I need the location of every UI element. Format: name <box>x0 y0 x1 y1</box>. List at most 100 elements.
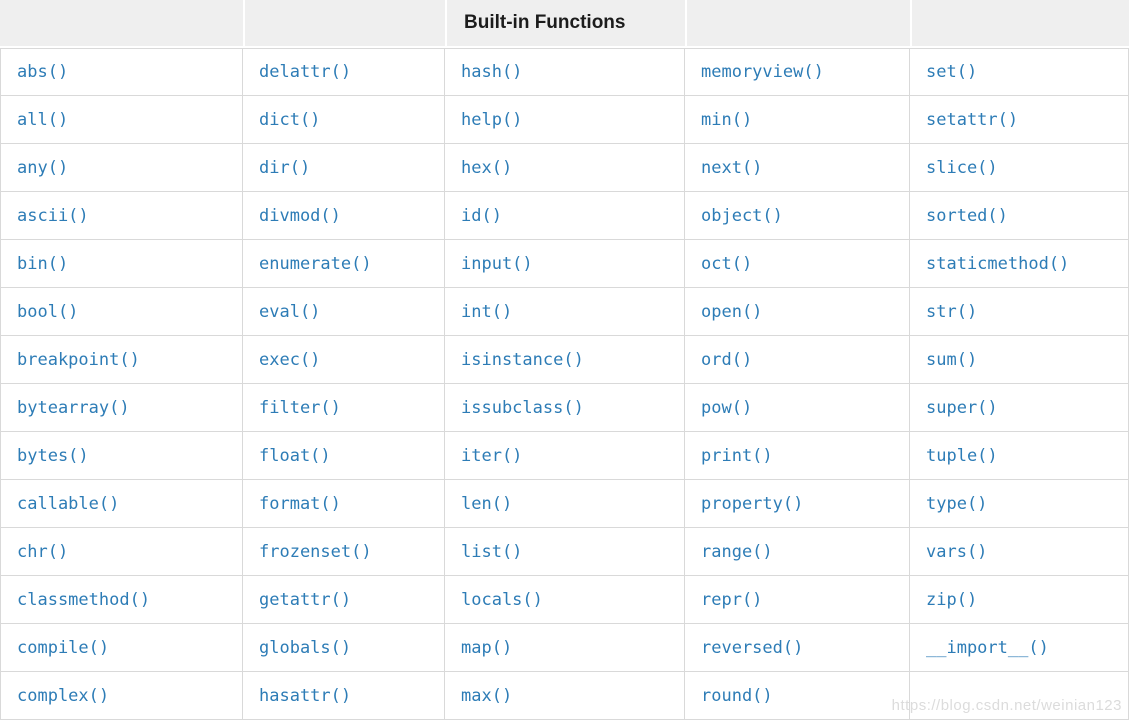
function-link[interactable]: staticmethod() <box>926 253 1070 274</box>
function-link[interactable]: bool() <box>17 301 79 322</box>
function-link[interactable]: hash() <box>461 62 523 82</box>
function-cell: dir() <box>243 144 445 192</box>
function-cell: len() <box>445 480 685 528</box>
function-link[interactable]: getattr() <box>259 589 352 610</box>
function-link[interactable]: float() <box>259 445 331 466</box>
function-link[interactable]: max() <box>461 685 513 706</box>
function-cell: bin() <box>0 240 243 288</box>
function-cell: hash() <box>445 48 685 96</box>
function-link[interactable]: ascii() <box>17 205 89 226</box>
function-cell: slice() <box>910 144 1129 192</box>
function-cell: oct() <box>685 240 910 288</box>
table-row: callable() format() len() property() type() <box>0 480 1129 528</box>
function-cell: pow() <box>685 384 910 432</box>
function-link[interactable]: memoryview() <box>701 62 824 82</box>
function-cell: super() <box>910 384 1129 432</box>
function-cell: id() <box>445 192 685 240</box>
function-link[interactable]: abs() <box>17 62 69 82</box>
function-link[interactable]: tuple() <box>926 445 998 466</box>
function-link[interactable]: format() <box>259 493 341 514</box>
function-link[interactable]: iter() <box>461 445 523 466</box>
function-cell: next() <box>685 144 910 192</box>
function-cell: round() <box>685 672 910 720</box>
function-link[interactable]: int() <box>461 301 513 322</box>
function-cell: isinstance() <box>445 336 685 384</box>
function-link[interactable]: delattr() <box>259 62 352 82</box>
table-body: abs() delattr() hash() memoryview() set() all… <box>0 48 1129 720</box>
function-link[interactable]: enumerate() <box>259 253 372 274</box>
function-link[interactable]: sorted() <box>926 205 1008 226</box>
function-link[interactable]: hasattr() <box>259 685 352 706</box>
function-link[interactable]: eval() <box>259 301 321 322</box>
header-cell-5 <box>910 0 1129 48</box>
function-link[interactable]: dict() <box>259 109 321 130</box>
function-cell: input() <box>445 240 685 288</box>
function-link[interactable]: issubclass() <box>461 397 584 418</box>
function-link[interactable]: property() <box>701 493 804 514</box>
function-link[interactable]: sum() <box>926 349 978 370</box>
function-cell: issubclass() <box>445 384 685 432</box>
function-link[interactable]: __import__() <box>926 637 1049 658</box>
function-cell: str() <box>910 288 1129 336</box>
function-cell: map() <box>445 624 685 672</box>
function-link[interactable]: complex() <box>17 685 110 706</box>
function-cell: filter() <box>243 384 445 432</box>
function-link[interactable]: setattr() <box>926 109 1019 130</box>
function-link[interactable]: exec() <box>259 349 321 370</box>
function-link[interactable]: round() <box>701 685 773 706</box>
function-link[interactable]: compile() <box>17 637 110 658</box>
function-link[interactable]: hex() <box>461 157 513 178</box>
function-link[interactable]: callable() <box>17 493 120 514</box>
function-link[interactable]: super() <box>926 397 998 418</box>
function-link[interactable]: oct() <box>701 253 753 274</box>
function-link[interactable]: list() <box>461 541 523 562</box>
function-link[interactable]: zip() <box>926 589 978 610</box>
function-link[interactable]: dir() <box>259 157 311 178</box>
function-link[interactable]: input() <box>461 253 533 274</box>
function-link[interactable]: help() <box>461 109 523 130</box>
function-link[interactable]: range() <box>701 541 773 562</box>
function-cell: compile() <box>0 624 243 672</box>
function-link[interactable]: print() <box>701 445 773 466</box>
function-link[interactable]: locals() <box>461 589 543 610</box>
function-link[interactable]: id() <box>461 205 502 226</box>
function-link[interactable]: globals() <box>259 637 352 658</box>
function-link[interactable]: next() <box>701 157 763 178</box>
function-link[interactable]: chr() <box>17 541 69 562</box>
function-link[interactable]: reversed() <box>701 637 804 658</box>
function-link[interactable]: bin() <box>17 253 69 274</box>
table-row: bytes() float() iter() print() tuple() <box>0 432 1129 480</box>
function-cell: tuple() <box>910 432 1129 480</box>
function-link[interactable]: filter() <box>259 397 341 418</box>
function-link[interactable]: ord() <box>701 349 753 370</box>
table-row: any() dir() hex() next() slice() <box>0 144 1129 192</box>
function-link[interactable]: min() <box>701 109 753 130</box>
function-link[interactable]: open() <box>701 301 763 322</box>
function-link[interactable]: all() <box>17 109 69 130</box>
function-link[interactable]: repr() <box>701 589 763 610</box>
function-link[interactable]: slice() <box>926 157 998 178</box>
function-cell: help() <box>445 96 685 144</box>
function-link[interactable]: len() <box>461 493 513 514</box>
function-link[interactable]: frozenset() <box>259 541 372 562</box>
function-cell: all() <box>0 96 243 144</box>
function-link[interactable]: str() <box>926 301 978 322</box>
table-row: bin() enumerate() input() oct() staticmethod… <box>0 240 1129 288</box>
function-link[interactable]: type() <box>926 493 988 514</box>
function-cell: divmod() <box>243 192 445 240</box>
function-link[interactable]: breakpoint() <box>17 349 140 370</box>
function-link[interactable]: vars() <box>926 541 988 562</box>
function-link[interactable]: object() <box>701 205 783 226</box>
function-link[interactable]: isinstance() <box>461 349 584 370</box>
function-link[interactable]: set() <box>926 62 978 82</box>
function-link[interactable]: any() <box>17 157 69 178</box>
function-link[interactable]: bytes() <box>17 445 89 466</box>
function-cell: eval() <box>243 288 445 336</box>
function-link[interactable]: pow() <box>701 397 753 418</box>
function-link[interactable]: bytearray() <box>17 397 130 418</box>
function-cell: ascii() <box>0 192 243 240</box>
function-link[interactable]: divmod() <box>259 205 341 226</box>
function-link[interactable]: classmethod() <box>17 589 151 610</box>
function-cell: setattr() <box>910 96 1129 144</box>
function-link[interactable]: map() <box>461 637 513 658</box>
